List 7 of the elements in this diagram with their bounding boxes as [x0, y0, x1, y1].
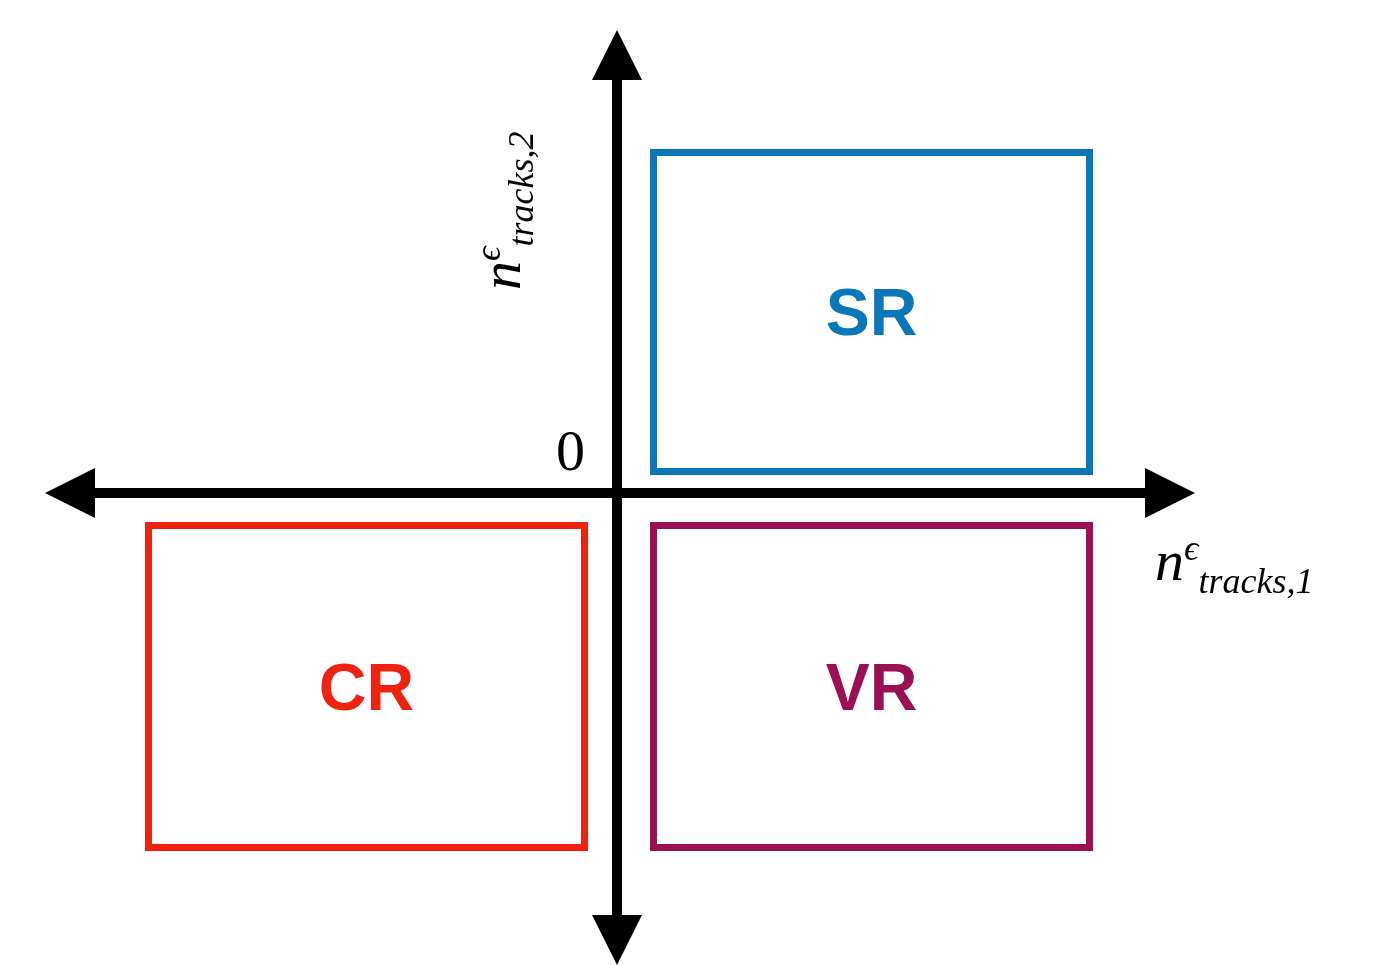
region-label: SR: [825, 274, 918, 350]
origin-label: 0: [556, 422, 585, 480]
region-label: CR: [318, 648, 415, 725]
region-box: [650, 149, 1093, 475]
region-box: [650, 522, 1093, 851]
region-label: VR: [825, 648, 918, 725]
region-box: [145, 522, 588, 851]
